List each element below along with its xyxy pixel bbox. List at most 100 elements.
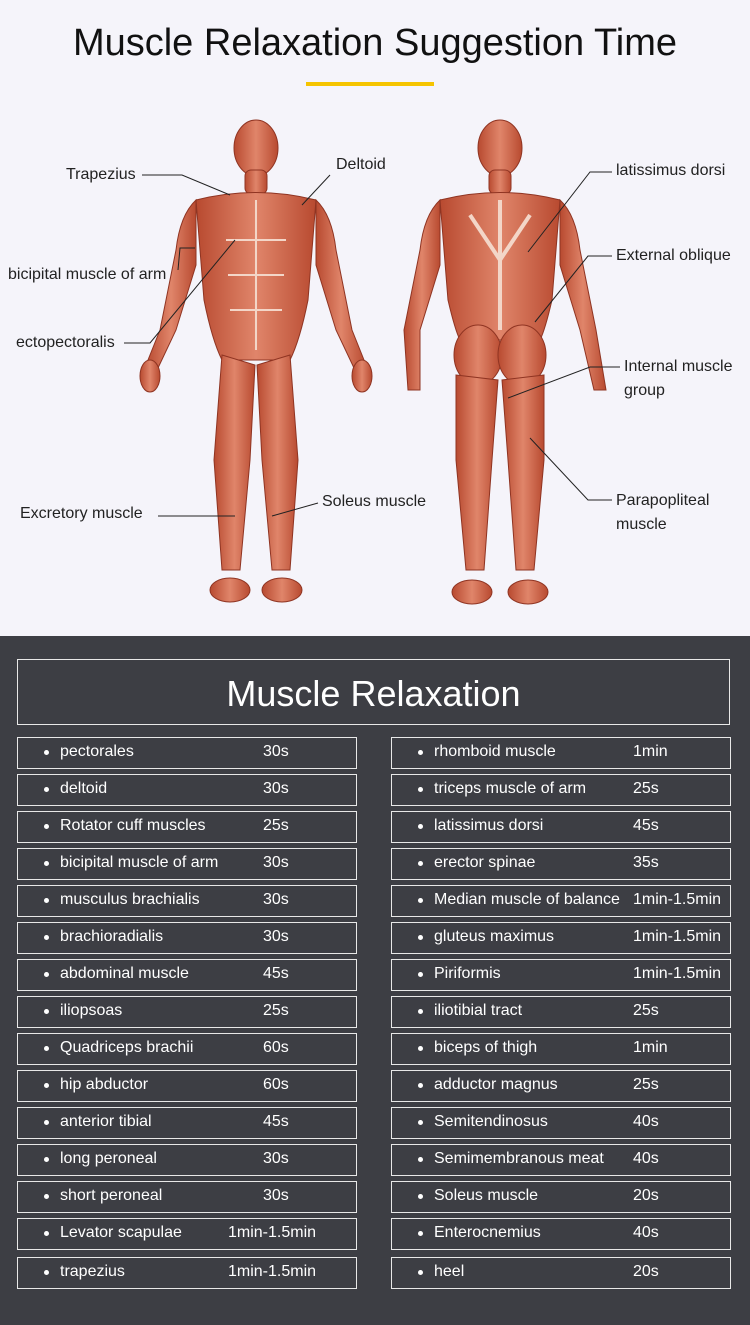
relax-time: 60s [263, 1039, 289, 1056]
bullet-icon [418, 1009, 423, 1014]
bullet-icon [418, 935, 423, 940]
bullet-icon [418, 861, 423, 866]
title-underline [306, 82, 434, 86]
muscle-name: brachioradialis [60, 928, 164, 945]
bullet-icon [44, 972, 49, 977]
table-row: abdominal muscle 45s [17, 959, 357, 991]
table-row: heel 20s [391, 1257, 731, 1289]
muscle-name: Rotator cuff muscles [60, 817, 206, 834]
label-bicipital-muscle: bicipital muscle of arm [8, 266, 167, 283]
relax-time: 30s [263, 780, 289, 797]
relax-time: 45s [263, 965, 289, 982]
muscle-name: Enterocnemius [434, 1224, 541, 1241]
muscle-name: Semimembranous meat [434, 1150, 604, 1167]
muscle-name: biceps of thigh [434, 1039, 538, 1056]
table-row: Enterocnemius 40s [391, 1218, 731, 1250]
relax-time: 1min-1.5min [228, 1224, 317, 1241]
table-row: adductor magnus 25s [391, 1070, 731, 1102]
back-body-figure [403, 119, 607, 605]
muscle-name: rhomboid muscle [434, 743, 556, 760]
page-title: Muscle Relaxation Suggestion Time [72, 22, 678, 64]
relax-time: 30s [263, 1150, 289, 1167]
bullet-icon [44, 1157, 49, 1162]
relax-time: 1min-1.5min [633, 928, 722, 945]
muscle-name: Semitendinosus [434, 1113, 548, 1130]
bullet-icon [418, 1120, 423, 1125]
label-parapopliteal-line2: muscle [616, 516, 667, 533]
muscle-name: hip abductor [60, 1076, 149, 1093]
bullet-icon [44, 787, 49, 792]
bullet-icon [418, 898, 423, 903]
label-excretory-muscle: Excretory muscle [20, 505, 143, 522]
relax-time: 25s [263, 817, 289, 834]
bullet-icon [44, 1046, 49, 1051]
muscle-name: erector spinae [434, 854, 536, 871]
table-row: Semimembranous meat 40s [391, 1144, 731, 1176]
bullet-icon [44, 861, 49, 866]
anatomy-panel: Muscle Relaxation Suggestion Time [0, 0, 750, 636]
bullet-icon [44, 935, 49, 940]
relax-time: 30s [263, 743, 289, 760]
muscle-name: heel [434, 1263, 465, 1280]
muscle-name: Piriformis [434, 965, 501, 982]
relax-time: 20s [633, 1263, 659, 1280]
label-internal-muscle-line1: Internal muscle [624, 358, 733, 375]
muscle-name: latissimus dorsi [434, 817, 544, 834]
relax-time: 40s [633, 1150, 659, 1167]
label-ectopectoralis: ectopectoralis [16, 334, 115, 351]
muscle-name: Median muscle of balance [434, 891, 620, 908]
relax-time: 60s [263, 1076, 289, 1093]
label-internal-muscle-line2: group [624, 382, 665, 399]
muscle-name: Levator scapulae [60, 1224, 182, 1241]
relax-time: 20s [633, 1187, 659, 1204]
table-row: Soleus muscle 20s [391, 1181, 731, 1213]
bullet-icon [418, 1270, 423, 1275]
table-row: Levator scapulae 1min-1.5min [17, 1218, 357, 1250]
label-soleus-muscle: Soleus muscle [322, 493, 427, 510]
bullet-icon [44, 1231, 49, 1236]
relax-time: 30s [263, 1187, 289, 1204]
muscle-name: iliopsoas [60, 1002, 123, 1019]
bullet-icon [418, 750, 423, 755]
muscle-name: adductor magnus [434, 1076, 558, 1093]
bullet-icon [44, 1120, 49, 1125]
muscle-name: anterior tibial [60, 1113, 152, 1130]
bullet-icon [418, 1083, 423, 1088]
muscle-figures-illustration [124, 119, 620, 605]
relax-time: 40s [633, 1224, 659, 1241]
bullet-icon [44, 1270, 49, 1275]
label-parapopliteal-line1: Parapopliteal [616, 492, 710, 509]
table-row: hip abductor 60s [17, 1070, 357, 1102]
bullet-icon [44, 898, 49, 903]
relax-time: 25s [633, 780, 659, 797]
muscle-name: triceps muscle of arm [434, 780, 587, 797]
table-row: Rotator cuff muscles 25s [17, 811, 357, 843]
bullet-icon [44, 1009, 49, 1014]
table-heading-box: Muscle Relaxation [17, 659, 730, 725]
label-external-oblique: External oblique [616, 247, 731, 264]
label-deltoid: Deltoid [336, 156, 386, 173]
table-row: gluteus maximus 1min-1.5min [391, 922, 731, 954]
muscle-name: gluteus maximus [434, 928, 555, 945]
bullet-icon [418, 1194, 423, 1199]
relax-time: 1min-1.5min [228, 1263, 317, 1280]
front-body-figure [139, 119, 373, 603]
relax-time: 40s [633, 1113, 659, 1130]
relax-time: 25s [633, 1076, 659, 1093]
muscle-name: Soleus muscle [434, 1187, 539, 1204]
table-row: Median muscle of balance 1min-1.5min [391, 885, 731, 917]
muscle-name: abdominal muscle [60, 965, 189, 982]
relax-time: 1min-1.5min [633, 891, 722, 908]
bullet-icon [418, 787, 423, 792]
